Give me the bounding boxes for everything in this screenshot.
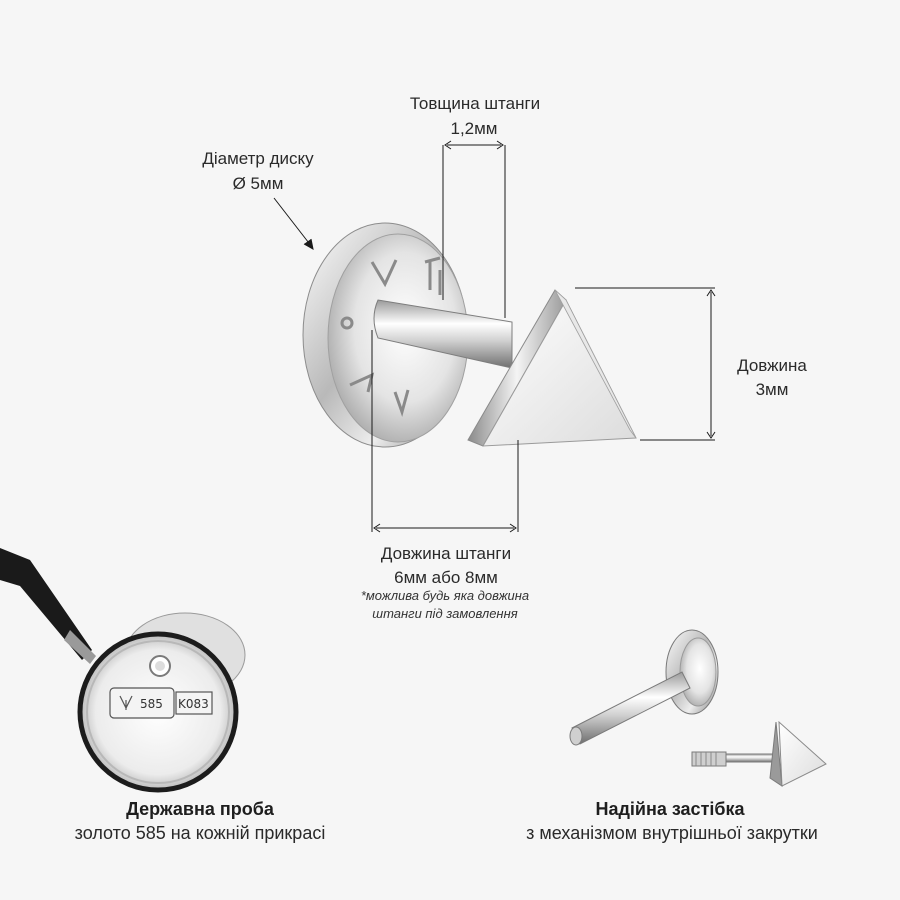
dimension-lines: [273, 140, 716, 533]
feature-hallmark-subtitle: золото 585 на кожній прикрасі: [74, 823, 326, 843]
disc-diameter-title: Діаметр диску: [202, 149, 314, 168]
length-value: 3мм: [755, 380, 789, 399]
clasp-illustration: [569, 629, 827, 787]
bar-length-note-1: *можлива будь яка довжина: [360, 588, 530, 603]
magnifier-illustration: 585 K083: [0, 548, 246, 793]
bar-thickness-title: Товщина штанги: [409, 94, 541, 113]
hallmark-k083: K083: [178, 697, 209, 711]
disc-diameter-value: Ø 5мм: [232, 174, 284, 193]
hallmark-585: 585: [140, 697, 163, 711]
main-product: [302, 222, 637, 448]
feature-hallmark-title: Державна проба: [126, 799, 274, 819]
bar-thickness-value: 1,2мм: [450, 119, 498, 138]
triangle-top: [467, 289, 637, 447]
feature-clasp-title: Надійна застібка: [595, 799, 745, 819]
bar: [373, 299, 513, 369]
bar-length-note-2: штанги під замовлення: [372, 606, 518, 621]
length-title: Довжина: [737, 356, 807, 375]
feature-clasp-subtitle: з механізмом внутрішньої закрутки: [526, 823, 818, 843]
bar-length-value: 6мм або 8мм: [394, 568, 498, 587]
bar-length-title: Довжина штанги: [380, 544, 512, 563]
disc-engraving: [340, 256, 442, 418]
